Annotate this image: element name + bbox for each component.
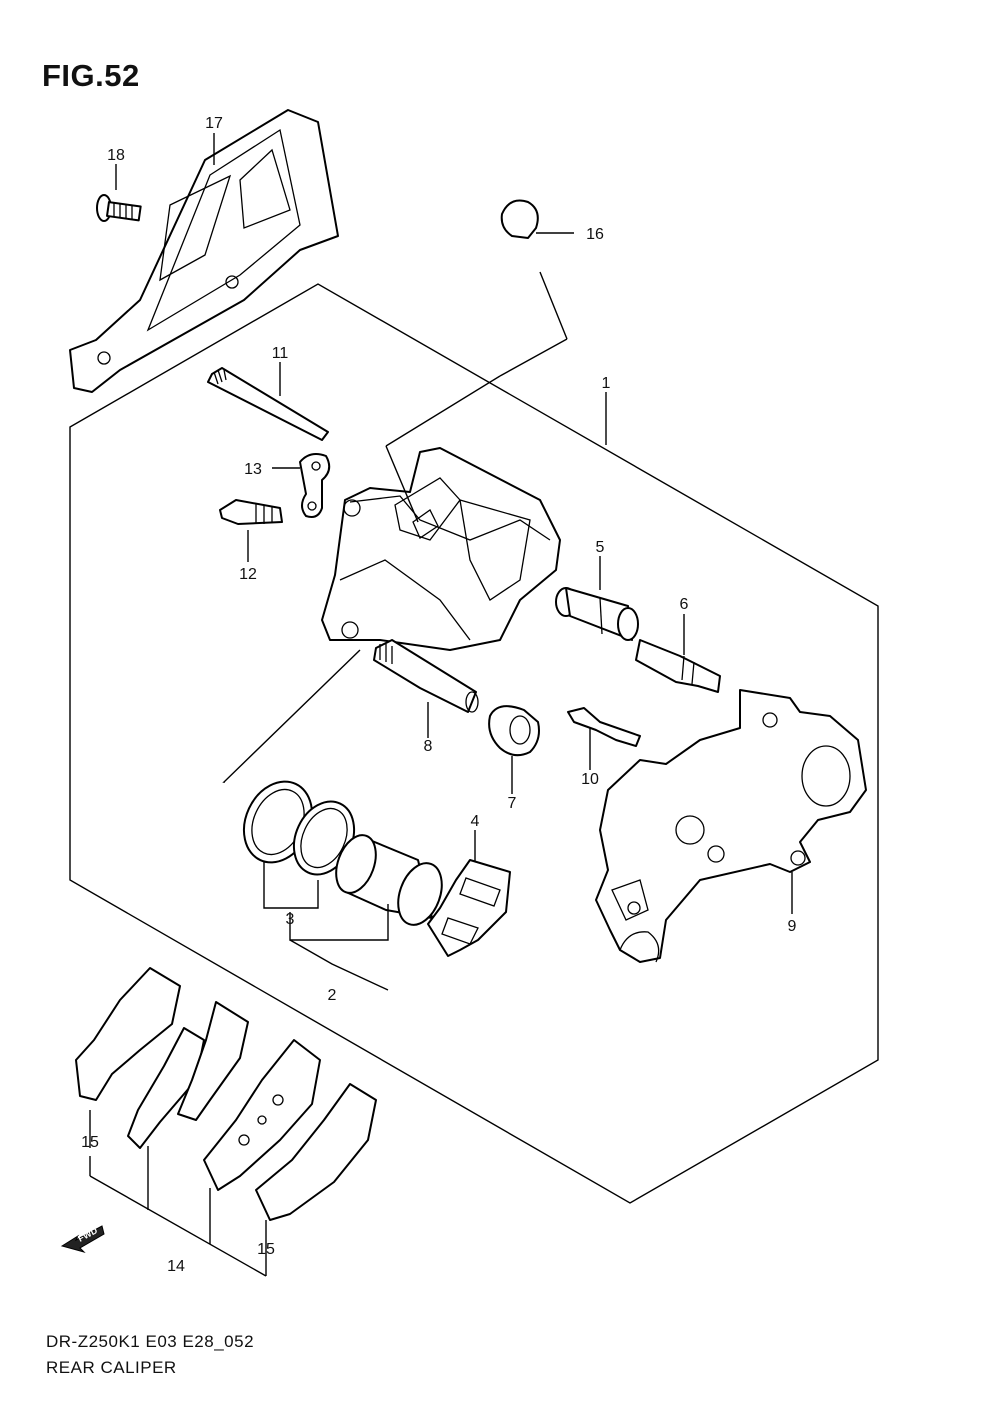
- part-2-piston: [335, 834, 443, 926]
- part-9-bracket: [595, 689, 867, 963]
- forward-arrow-icon: FWD: [60, 1225, 105, 1253]
- part-17-caliper-guard: [69, 109, 339, 393]
- part-8-guide-pin: [373, 639, 479, 713]
- part-14-15-brake-pads: [75, 967, 377, 1221]
- part-12-bleeder-screw: [219, 499, 283, 525]
- part-16-cap: [500, 199, 539, 239]
- part-caliper-body: [321, 447, 561, 651]
- callout-3: 3: [286, 911, 295, 928]
- model-code: DR-Z250K1 E03 E28_052: [46, 1332, 255, 1351]
- part-18-bolt: [96, 194, 142, 222]
- leader-lines: [89, 133, 793, 1277]
- callout-4: 4: [471, 813, 480, 830]
- callout-7: 7: [508, 795, 517, 812]
- callout-5: 5: [596, 539, 605, 556]
- callout-11: 11: [272, 345, 289, 362]
- callout-1: 1: [602, 375, 611, 392]
- part-10-spring: [567, 707, 641, 747]
- callout-15-right: 15: [257, 1241, 275, 1258]
- callout-10: 10: [581, 771, 599, 788]
- callout-labels: 17 18 16 11 1 13 5 12 6 8 10 7 4 3 9 2 1…: [81, 115, 796, 1275]
- part-7-boot: [488, 705, 540, 757]
- figure-title: FIG.52: [42, 58, 140, 93]
- part-5-sleeve: [555, 587, 639, 641]
- part-13-clip: [299, 453, 331, 518]
- callout-8: 8: [424, 738, 433, 755]
- callout-13: 13: [244, 461, 262, 478]
- callout-15-left: 15: [81, 1134, 99, 1151]
- callout-18: 18: [107, 147, 125, 164]
- callout-2: 2: [328, 987, 337, 1004]
- callout-12: 12: [239, 566, 257, 583]
- section-name: REAR CALIPER: [46, 1358, 177, 1377]
- part-4-pad-spring: [427, 859, 511, 957]
- part-6-bolt: [635, 639, 721, 693]
- callout-17: 17: [205, 115, 223, 132]
- part-11-pin: [207, 367, 329, 441]
- callout-6: 6: [680, 596, 689, 613]
- assembly-outline: [69, 283, 879, 1204]
- callout-16: 16: [586, 226, 604, 243]
- callout-14: 14: [167, 1258, 185, 1275]
- callout-9: 9: [788, 918, 797, 935]
